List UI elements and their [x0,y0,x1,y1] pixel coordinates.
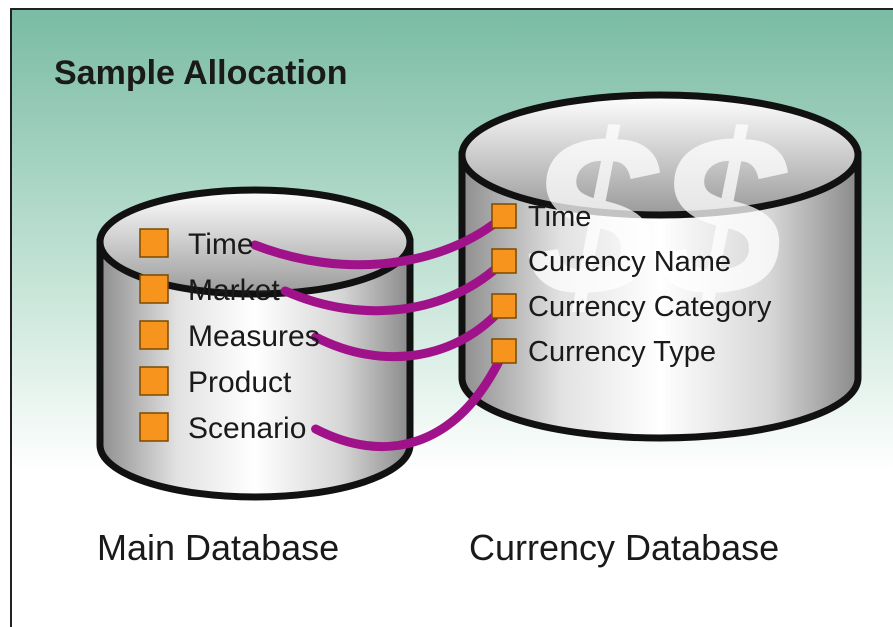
main-db-item-measures-label: Measures [188,320,320,353]
currency-db-body [458,151,862,442]
main-db-item-market-label: Market [188,274,280,307]
currency-db-item-currency-name-label: Currency Name [528,246,731,278]
main-db-item-product-label: Product [188,366,292,399]
currency-database-caption: Currency Database [469,527,779,568]
main-db-item-product-box [139,366,169,396]
main-db-item-time-label: Time [188,228,254,261]
main-db-item-market-box [139,274,169,304]
currency-db-item-currency-category-label: Currency Category [528,291,772,323]
link-curves [250,211,509,451]
main-db-item-scenario-label: Scenario [188,412,306,445]
currency-db-item-currency-category-box [491,293,517,319]
link-scenario-to-currency-type [311,346,509,451]
main-db-item-time-box [139,228,169,258]
main-db-item-measures-box [139,320,169,350]
dollar-symbol-watermark: $$ [528,87,788,344]
link-market-to-currency-name [280,256,509,316]
currency-db-item-currency-name-box [491,248,517,274]
currency-db-item-time-box [491,203,517,229]
currency-db-item-currency-type-label: Currency Type [528,336,716,368]
currency-db-item-currency-type-box [491,338,517,364]
currency-database-cylinder [458,91,862,442]
link-measures-to-currency-category [311,301,509,362]
currency-db-top [458,91,862,219]
currency-db-item-time-label: Time [528,201,591,233]
link-time-to-time [250,211,509,270]
main-db-item-scenario-box [139,412,169,442]
diagram-title: Sample Allocation [54,54,347,92]
main-database-caption: Main Database [97,527,339,568]
